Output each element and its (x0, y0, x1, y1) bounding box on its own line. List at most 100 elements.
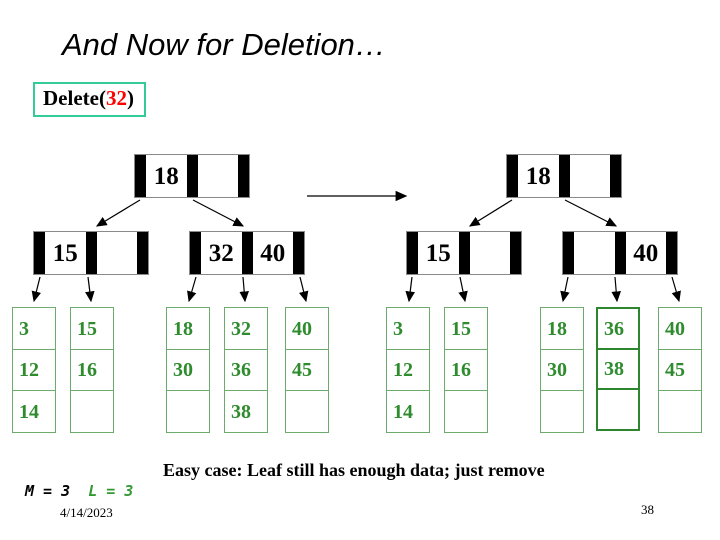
tree-edge-arrow (458, 276, 468, 303)
leaf-cell: 18 (540, 307, 584, 350)
pointer-bar (137, 232, 148, 274)
key-cell (574, 232, 615, 274)
key-cell: 15 (52, 239, 78, 267)
pointer-bar (34, 232, 45, 274)
leaf-cell: 12 (12, 348, 56, 392)
pointer-bar (666, 232, 677, 274)
key-cell (198, 155, 239, 197)
leaf-cell: 38 (596, 347, 640, 391)
leaf-cell (596, 388, 640, 431)
leaf-node: 40 45 (658, 307, 702, 433)
tree-edge-arrow (239, 276, 249, 303)
delete-operation-box: Delete(32) (33, 82, 146, 117)
leaf-cell: 16 (70, 348, 114, 392)
pointer-bar (190, 232, 201, 274)
leaf-cell: 45 (658, 348, 702, 392)
tree-edge-arrow (405, 276, 415, 303)
pointer-bar (241, 232, 253, 274)
pointer-bar (85, 232, 97, 274)
leaf-cell: 40 (285, 307, 329, 350)
leaf-cell: 30 (166, 348, 210, 392)
leaf-cell: 16 (444, 348, 488, 392)
leaf-node: 18 30 (540, 307, 584, 433)
footer-date: 4/14/2023 (60, 505, 113, 520)
pointer-bar (507, 155, 518, 197)
leaf-cell: 45 (285, 348, 329, 392)
leaf-node: 15 16 (444, 307, 488, 433)
leaf-cell: 15 (70, 307, 114, 350)
tree-parameters: M = 3 L = 3 (25, 482, 133, 500)
caption-text: Easy case: Leaf still has enough data; j… (163, 460, 545, 480)
leaf-cell (285, 390, 329, 433)
leaf-cell: 15 (444, 307, 488, 350)
pointer-bar (563, 232, 574, 274)
pointer-bar (558, 155, 570, 197)
key-cell (470, 232, 511, 274)
key-cell: 15 (425, 239, 451, 267)
key-cell: 18 (525, 162, 551, 190)
leaf-cell: 3 (12, 307, 56, 350)
pointer-bar (610, 155, 621, 197)
pointer-bar (458, 232, 470, 274)
leaf-node: 3 12 14 (12, 307, 56, 433)
key-cell: 40 (260, 239, 286, 267)
pointer-bar (293, 232, 304, 274)
leaf-cell: 36 (224, 348, 268, 392)
leaf-node-highlighted: 36 38 (596, 307, 640, 431)
slide-title: And Now for Deletion… (62, 27, 386, 62)
btree-internal-node: 15 (406, 231, 522, 275)
btree-internal-node: 15 (33, 231, 149, 275)
tree-edge-arrow (31, 276, 41, 303)
key-cell (570, 155, 611, 197)
tree-edge-arrow (95, 199, 141, 227)
pointer-bar (614, 232, 626, 274)
tree-edge-arrow (187, 276, 197, 303)
tree-edge-arrow (192, 199, 245, 227)
leaf-node: 3 12 14 (386, 307, 430, 433)
delete-argument: 32 (105, 86, 127, 110)
param-l: L = 3 (88, 482, 134, 500)
tree-edge-arrow (85, 276, 95, 303)
leaf-node: 32 36 38 (224, 307, 268, 433)
leaf-cell: 3 (386, 307, 430, 350)
pointer-bar (186, 155, 198, 197)
key-cell: 40 (633, 239, 659, 267)
page-number: 38 (641, 502, 654, 517)
leaf-cell: 30 (540, 348, 584, 392)
delete-suffix: ) (126, 86, 134, 110)
pointer-bar (238, 155, 249, 197)
leaf-node: 18 30 (166, 307, 210, 433)
leaf-cell (540, 390, 584, 433)
tree-edge-arrow (564, 199, 618, 227)
leaf-cell: 40 (658, 307, 702, 350)
leaf-cell: 36 (596, 307, 640, 350)
leaf-cell (70, 390, 114, 433)
tree-edge-arrow (468, 199, 513, 227)
btree-root-node: 18 (134, 154, 250, 198)
tree-edge-arrow (560, 276, 570, 303)
leaf-cell: 32 (224, 307, 268, 350)
btree-internal-node: 32 40 (189, 231, 305, 275)
tree-edge-arrow (671, 276, 681, 303)
leaf-cell: 38 (224, 390, 268, 433)
key-cell (97, 232, 138, 274)
delete-prefix: Delete( (43, 86, 106, 110)
pointer-bar (407, 232, 418, 274)
leaf-node: 15 16 (70, 307, 114, 433)
leaf-cell: 12 (386, 348, 430, 392)
key-cell: 32 (208, 239, 234, 267)
pointer-bar (135, 155, 146, 197)
btree-root-node: 18 (506, 154, 622, 198)
key-cell: 18 (153, 162, 179, 190)
leaf-cell: 14 (386, 390, 430, 433)
leaf-cell (658, 390, 702, 433)
tree-edge-arrow (611, 276, 621, 303)
leaf-cell (166, 390, 210, 433)
leaf-cell (444, 390, 488, 433)
tree-edge-arrow (299, 276, 309, 303)
btree-internal-node: 40 (562, 231, 678, 275)
pointer-bar (510, 232, 521, 274)
leaf-cell: 18 (166, 307, 210, 350)
leaf-cell: 14 (12, 390, 56, 433)
